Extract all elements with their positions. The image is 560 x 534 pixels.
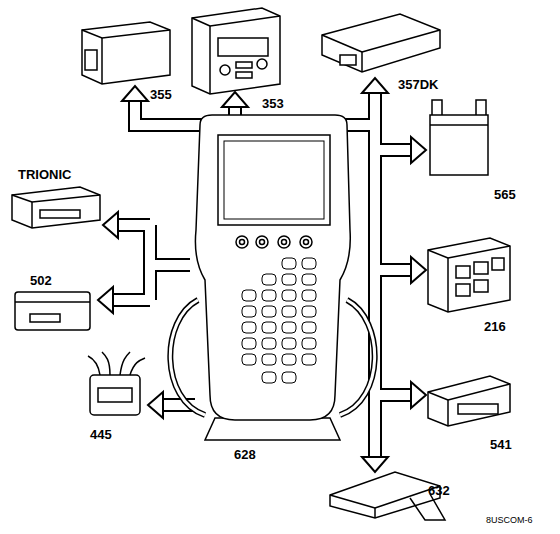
- callout-number: 445: [90, 428, 112, 441]
- callout-number: 541: [490, 438, 512, 451]
- bus-arrows: [98, 78, 426, 472]
- callout-number: 216: [484, 320, 506, 333]
- callout-number: 632: [428, 484, 450, 497]
- scan-tool: [170, 115, 374, 440]
- callout-number: 628: [234, 448, 256, 461]
- callout-number: 357DK: [398, 78, 438, 91]
- figure-code: 8USCOM-6: [486, 516, 533, 525]
- callout-number: TRIONIC: [18, 168, 71, 181]
- callout-number: 565: [494, 188, 516, 201]
- modules: [12, 8, 510, 520]
- callout-number: 355: [150, 88, 172, 101]
- callout-number: 353: [262, 97, 284, 110]
- callout-number: 502: [30, 274, 52, 287]
